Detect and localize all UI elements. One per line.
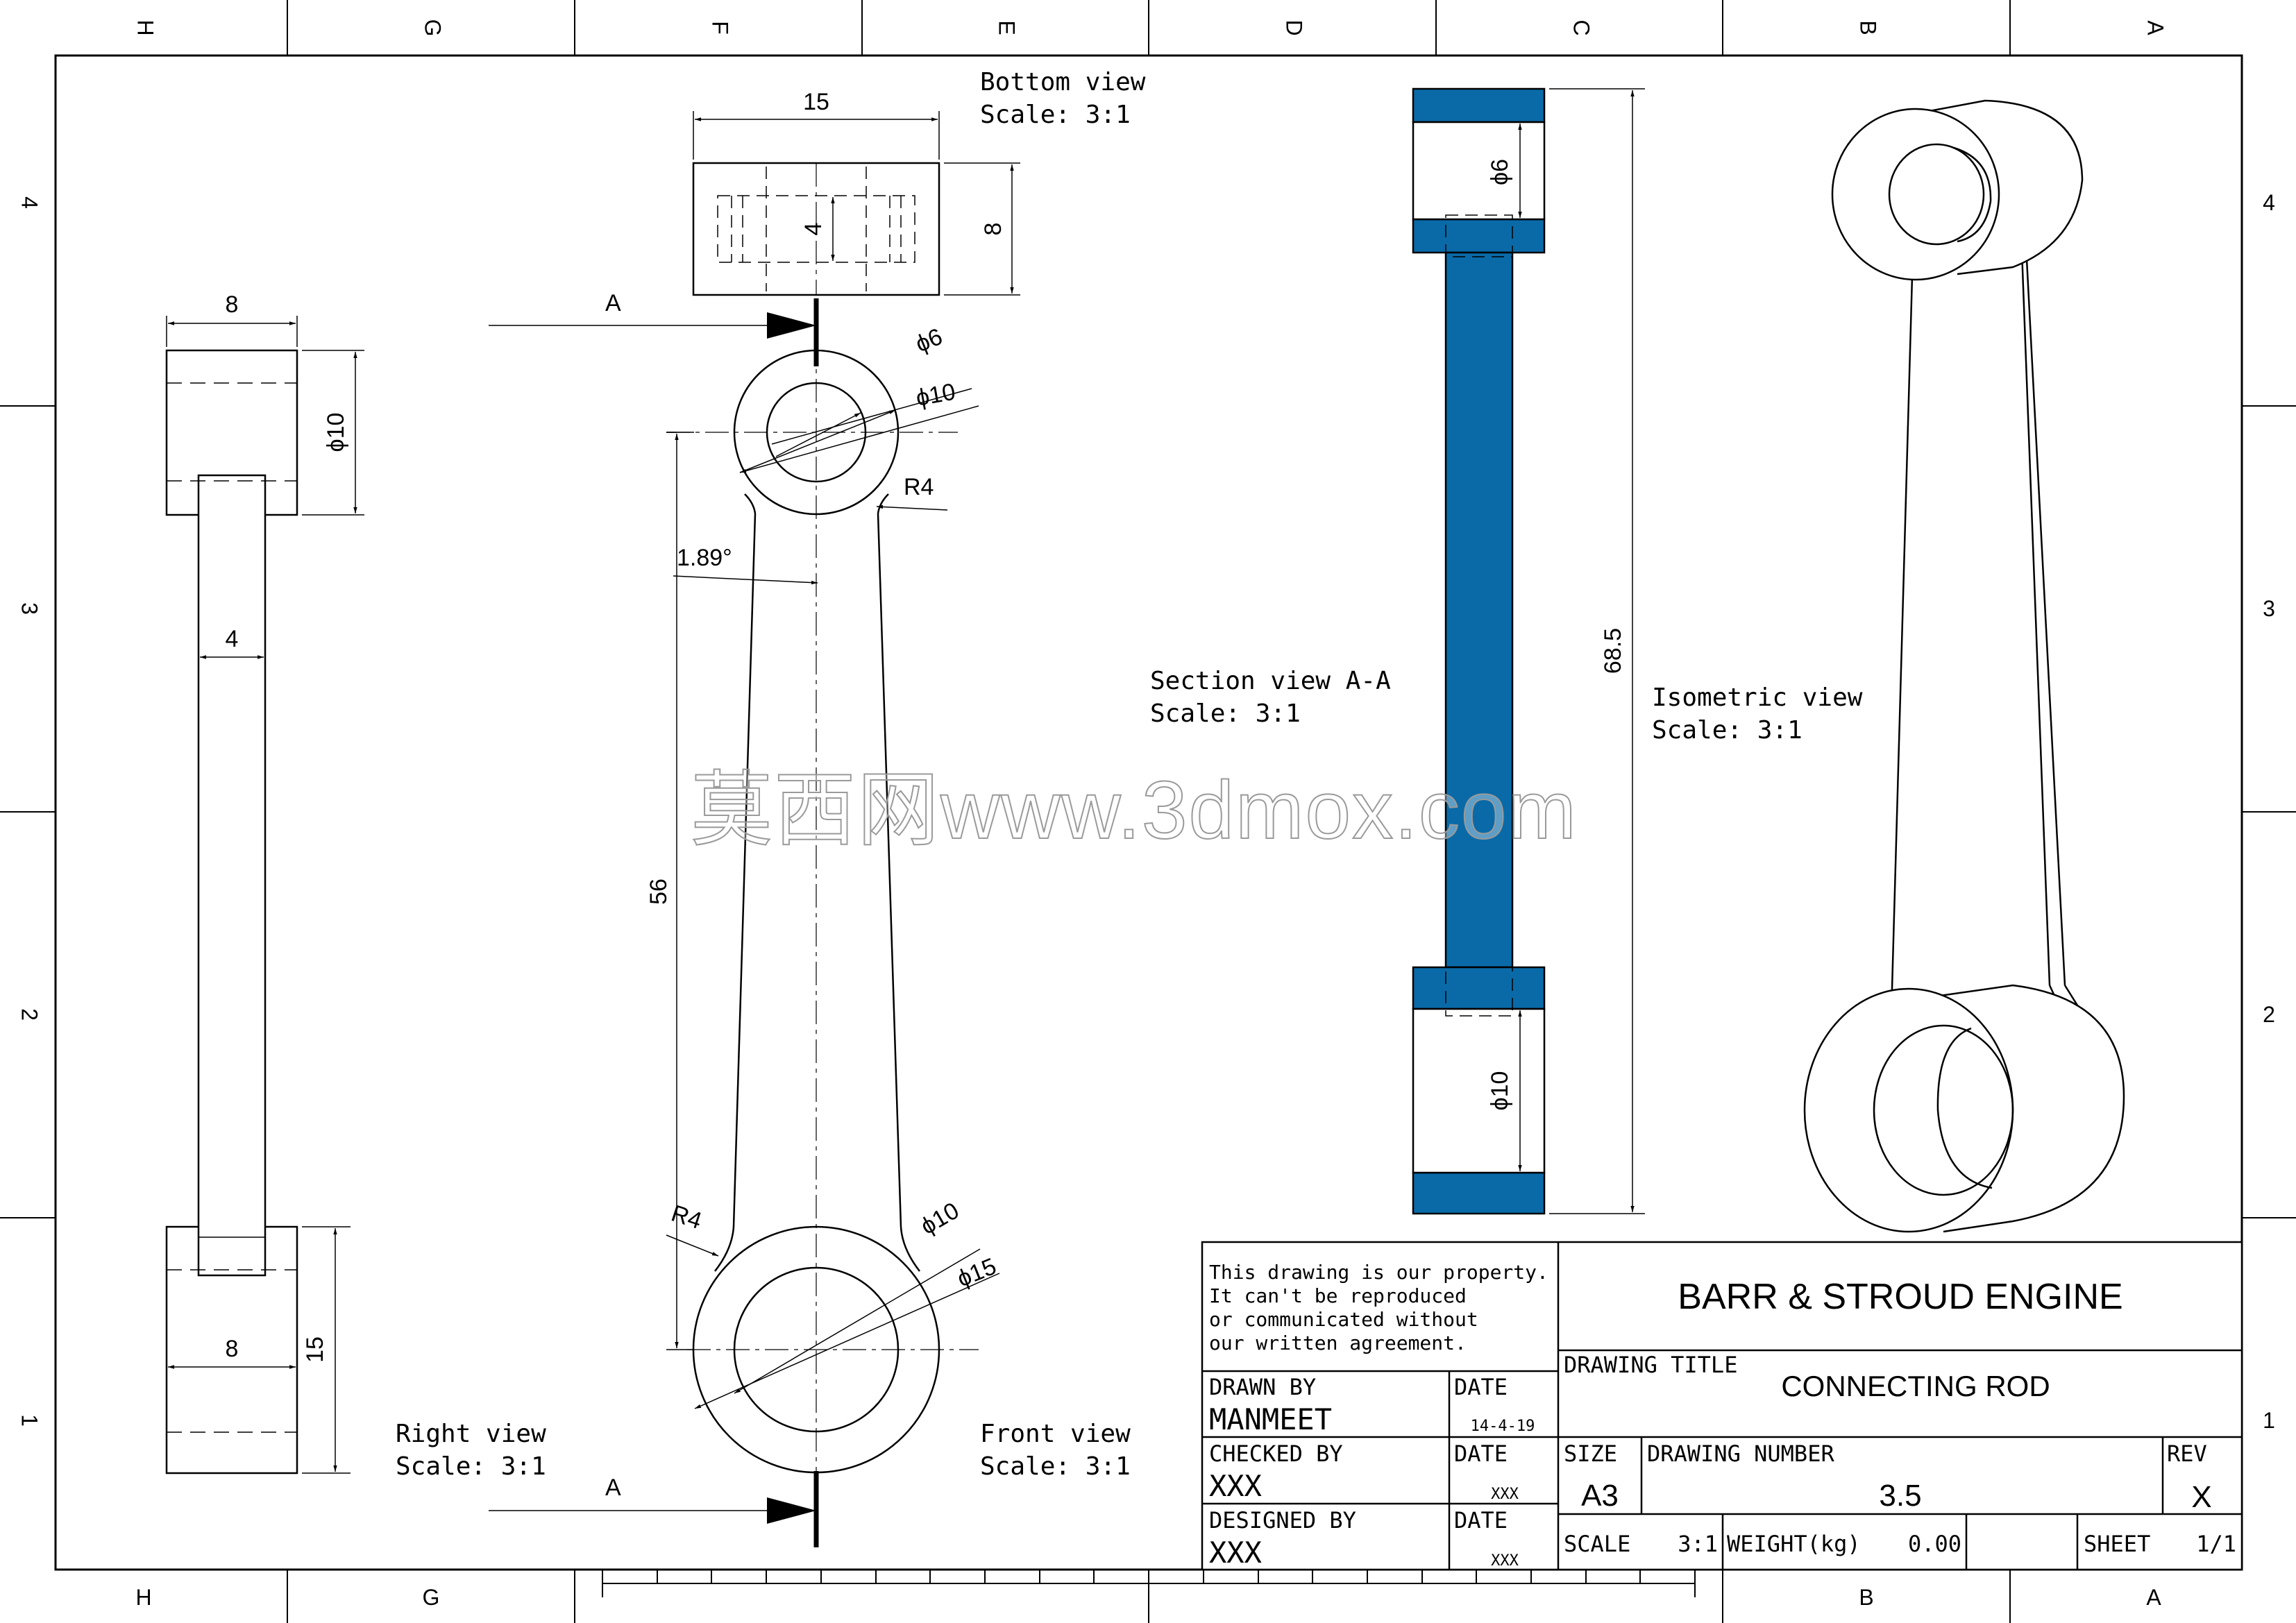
bottom-view xyxy=(692,111,1020,296)
rev-label: REV xyxy=(2167,1441,2207,1467)
zone-right-4: 4 xyxy=(2263,190,2275,215)
section-view xyxy=(1412,87,1645,1215)
zone-top-a: A xyxy=(2143,20,2168,35)
zone-top-d: D xyxy=(1282,19,1307,35)
section-label-bottom: A xyxy=(605,1475,621,1501)
bottom-view-scale: Scale: 3:1 xyxy=(980,101,1131,129)
zone-labels: H G F E D C B A H G B A 4 3 2 1 4 3 2 1 xyxy=(17,19,2275,1610)
section-top-lower xyxy=(1412,218,1546,254)
drawn-by: MANMEET xyxy=(1209,1402,1332,1436)
notice-line-2: It can't be reproduced xyxy=(1209,1284,1467,1307)
designed-by: XXX xyxy=(1209,1536,1262,1570)
bottom-view-name: Bottom view xyxy=(980,68,1146,96)
designed-date: XXX xyxy=(1491,1552,1519,1570)
zone-left-4: 4 xyxy=(17,196,42,209)
zone-left-1: 1 xyxy=(17,1414,42,1427)
drawing-title: CONNECTING ROD xyxy=(1781,1370,2050,1402)
rev-value: X xyxy=(2191,1480,2211,1514)
section-top-cap xyxy=(1412,87,1546,124)
dim-section-total: 68.5 xyxy=(1600,628,1626,674)
section-view-scale: Scale: 3:1 xyxy=(1150,699,1301,728)
sheet-value: 1/1 xyxy=(2196,1531,2236,1557)
dim-right-top-dia: ϕ10 xyxy=(323,413,349,452)
dim-right-top-width: 8 xyxy=(226,291,239,318)
drawing-number: 3.5 xyxy=(1879,1479,1921,1513)
watermark: 莫西网www.3dmox.com xyxy=(691,765,1578,856)
zone-top-c: C xyxy=(1569,19,1594,35)
designed-by-label: DESIGNED BY xyxy=(1209,1507,1356,1533)
dim-front-r-top: R4 xyxy=(904,474,934,500)
designed-date-label: DATE xyxy=(1454,1507,1508,1533)
dim-right-web: 4 xyxy=(226,626,239,652)
checked-by-label: CHECKED BY xyxy=(1209,1441,1343,1467)
dim-front-length: 56 xyxy=(645,878,672,905)
section-view-name: Section view A-A xyxy=(1150,667,1391,695)
dim-bottom-width: 15 xyxy=(803,89,829,115)
dim-front-big-inner: ϕ10 xyxy=(916,1198,963,1240)
front-view xyxy=(489,298,1000,1547)
dim-front-r-bottom: R4 xyxy=(668,1200,705,1234)
zone-bottom-h: H xyxy=(135,1585,151,1610)
front-view-scale: Scale: 3:1 xyxy=(980,1452,1131,1481)
drawn-date: 14-4-19 xyxy=(1471,1418,1535,1435)
dim-section-top-dia: ϕ6 xyxy=(1487,159,1513,185)
weight-value: 0.00 xyxy=(1908,1531,1961,1557)
zone-bottom-a: A xyxy=(2146,1585,2161,1610)
dim-front-small-outer: ϕ10 xyxy=(914,379,958,411)
zone-right-3: 3 xyxy=(2263,596,2275,621)
dim-front-big-outer: ϕ15 xyxy=(954,1253,1000,1293)
dim-front-small-inner: ϕ6 xyxy=(912,323,946,357)
scale-label: SCALE xyxy=(1564,1531,1630,1557)
notice-line-4: our written agreement. xyxy=(1209,1332,1467,1354)
notice-line-1: This drawing is our property. xyxy=(1209,1261,1548,1284)
zone-left-3: 3 xyxy=(17,602,42,615)
checked-date: XXX xyxy=(1491,1486,1519,1503)
zone-left-2: 2 xyxy=(17,1008,42,1021)
scale-bar xyxy=(602,1570,1696,1597)
zone-top-h: H xyxy=(133,19,158,35)
right-view-scale: Scale: 3:1 xyxy=(396,1452,546,1481)
title-block xyxy=(1201,1241,2243,1571)
scale-value: 3:1 xyxy=(1678,1531,1718,1557)
notice-line-3: or communicated without xyxy=(1209,1308,1478,1331)
isometric-view xyxy=(1803,99,2125,1233)
isometric-view-scale: Scale: 3:1 xyxy=(1652,716,1803,745)
zone-top-g: G xyxy=(421,19,446,37)
isometric-view-name: Isometric view xyxy=(1652,683,1863,712)
right-view xyxy=(165,316,364,1475)
right-view-name: Right view xyxy=(396,1420,546,1448)
drawn-by-label: DRAWN BY xyxy=(1209,1374,1316,1400)
section-label-top: A xyxy=(605,290,621,316)
zone-bottom-b: B xyxy=(1859,1585,1873,1610)
drawing-title-label: DRAWING TITLE xyxy=(1564,1352,1737,1378)
section-bottom-upper xyxy=(1412,966,1546,1010)
dim-section-bottom-dia: ϕ10 xyxy=(1487,1071,1513,1111)
dim-bottom-inner: 4 xyxy=(800,223,827,236)
dim-bottom-height: 8 xyxy=(980,223,1006,236)
zone-right-2: 2 xyxy=(2263,1002,2275,1027)
zone-top-f: F xyxy=(708,21,733,35)
dim-front-angle: 1.89° xyxy=(677,545,732,571)
section-web xyxy=(1444,251,1514,969)
checked-by: XXX xyxy=(1209,1469,1262,1503)
section-bottom-cap xyxy=(1412,1171,1546,1215)
zone-bottom-g: G xyxy=(423,1585,440,1610)
sheet-label: SHEET xyxy=(2084,1531,2150,1557)
zone-top-b: B xyxy=(1856,20,1881,35)
checked-date-label: DATE xyxy=(1454,1441,1508,1467)
front-view-name: Front view xyxy=(980,1420,1131,1448)
zone-top-e: E xyxy=(995,20,1020,35)
size-label: SIZE xyxy=(1564,1441,1617,1467)
drawing-number-label: DRAWING NUMBER xyxy=(1647,1441,1834,1467)
drawn-date-label: DATE xyxy=(1454,1374,1508,1400)
weight-label: WEIGHT(kg) xyxy=(1727,1531,1861,1557)
zone-right-1: 1 xyxy=(2263,1408,2275,1433)
dim-right-bottom-dia: 15 xyxy=(302,1336,328,1363)
size-value: A3 xyxy=(1581,1479,1619,1513)
dim-right-bottom-width: 8 xyxy=(226,1336,239,1362)
company-name: BARR & STROUD ENGINE xyxy=(1678,1277,2122,1317)
